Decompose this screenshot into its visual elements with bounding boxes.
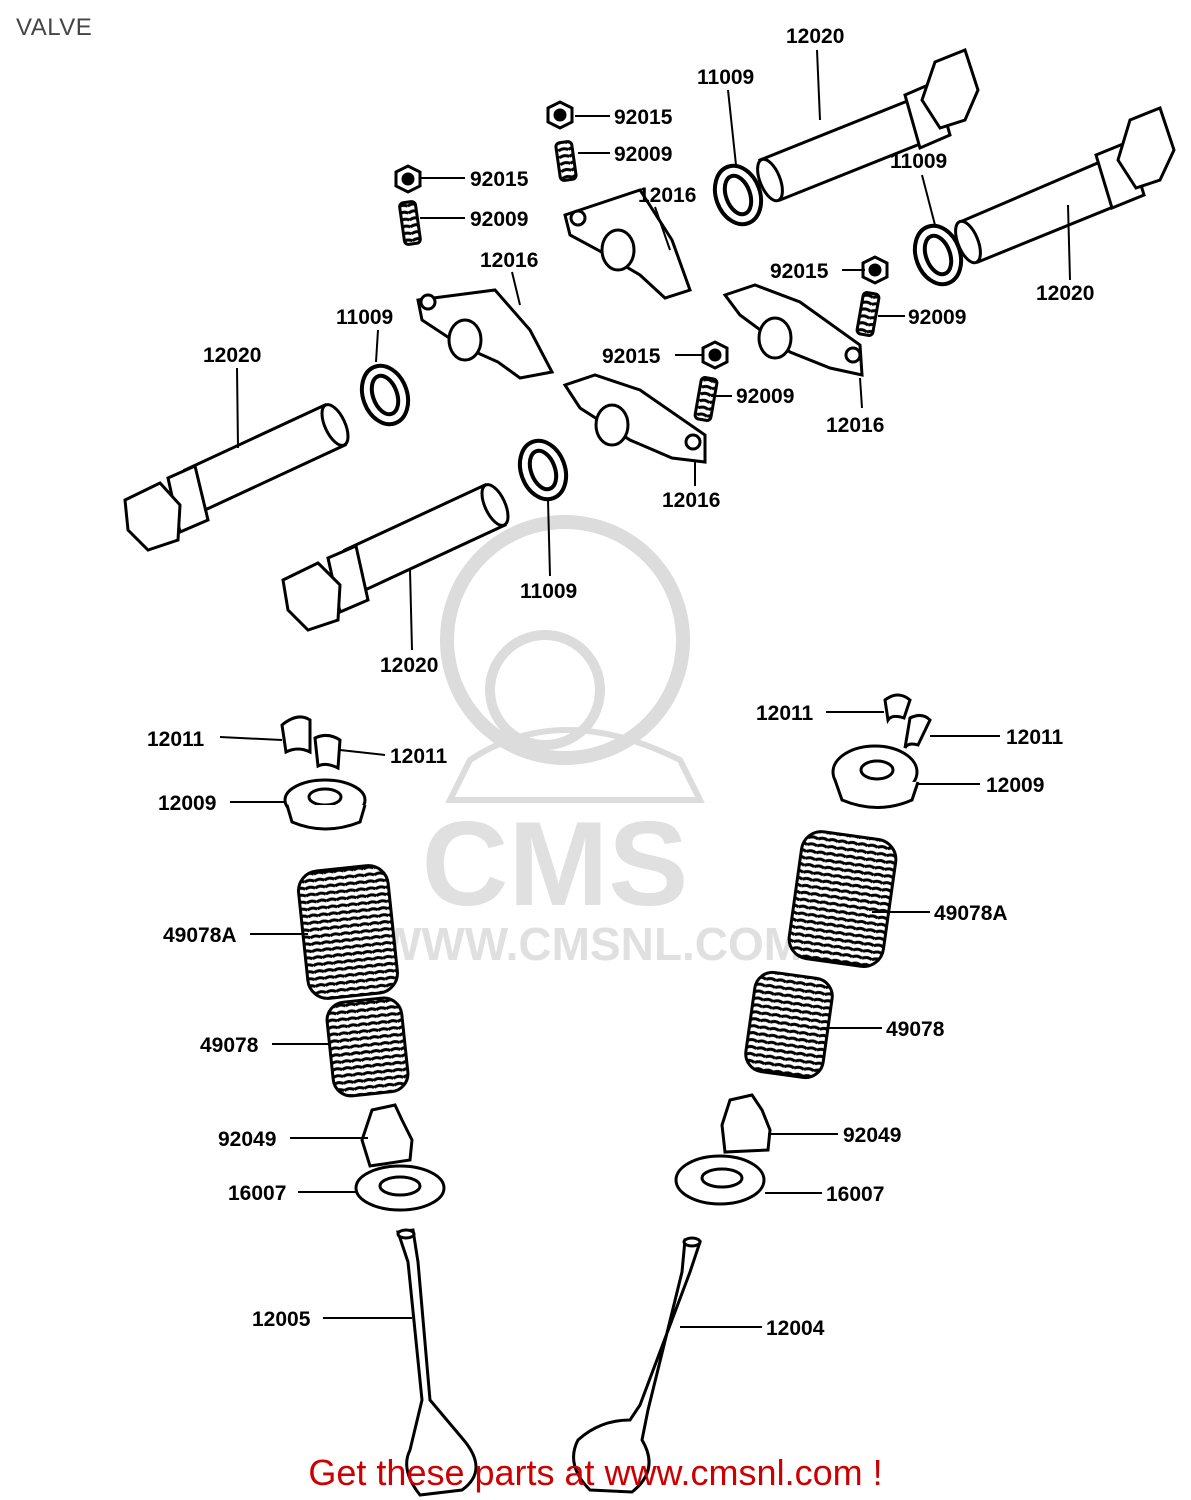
label-49078: 49078 — [200, 1034, 259, 1057]
label-12020: 12020 — [1036, 282, 1094, 305]
label-11009: 11009 — [520, 580, 577, 603]
label-92009: 92009 — [736, 385, 794, 408]
label-12016: 12016 — [480, 249, 538, 272]
label-12016: 12016 — [638, 184, 696, 207]
rocker-arm-left — [416, 288, 555, 380]
label-12020: 12020 — [203, 344, 261, 367]
page-title: VALVE — [16, 14, 93, 41]
leader-lines — [219, 49, 1071, 1328]
label-12011: 12011 — [147, 728, 205, 751]
label-12011: 12011 — [756, 702, 814, 725]
label-49078: 49078 — [886, 1018, 945, 1041]
label-12004: 12004 — [766, 1317, 825, 1340]
label-16007: 16007 — [826, 1183, 884, 1206]
right-valve-stack — [572, 693, 932, 1494]
label-11009: 11009 — [336, 306, 393, 329]
rocker-arm-bottom — [562, 373, 707, 464]
label-92009: 92009 — [614, 143, 672, 166]
rocker-shaft-top-right — [756, 48, 980, 203]
label-92049: 92049 — [218, 1128, 276, 1151]
label-12011: 12011 — [1006, 726, 1064, 749]
label-92015: 92015 — [614, 106, 673, 129]
label-11009: 11009 — [890, 150, 947, 173]
rocker-arm-right — [722, 283, 864, 377]
label-12016: 12016 — [826, 414, 884, 437]
label-49078a: 49078A — [934, 902, 1008, 925]
nuts-and-screws — [394, 100, 889, 422]
washer-11009-c — [359, 363, 411, 427]
label-16007: 16007 — [228, 1182, 286, 1205]
watermark-brand: CMS — [422, 797, 689, 931]
rocker-shaft-bottom — [281, 483, 510, 632]
rocker-shaft-right — [954, 106, 1176, 265]
label-12016: 12016 — [662, 489, 720, 512]
washer-11009-d — [517, 438, 569, 502]
parts-link-banner[interactable]: Get these parts at www.cmsnl.com ! — [308, 1452, 883, 1493]
label-12011: 12011 — [390, 745, 448, 768]
label-92009: 92009 — [470, 208, 528, 231]
rocker-arm-top — [563, 188, 692, 300]
label-12009: 12009 — [158, 792, 216, 815]
label-92049: 92049 — [843, 1124, 901, 1147]
washer-11009-b — [912, 223, 964, 287]
label-11009: 11009 — [697, 66, 754, 89]
part-labels: 12020 11009 92015 92009 12016 92015 9200… — [147, 25, 1094, 1340]
label-12020: 12020 — [380, 654, 438, 677]
washer-11009-a — [712, 163, 764, 227]
watermark: CMS WWW.CMSNL.COM — [378, 515, 802, 970]
label-12009: 12009 — [986, 774, 1044, 797]
label-92015: 92015 — [470, 168, 529, 191]
label-12005: 12005 — [252, 1308, 311, 1331]
label-92015: 92015 — [602, 345, 661, 368]
watermark-url: WWW.CMSNL.COM — [378, 918, 802, 970]
label-92009: 92009 — [908, 306, 966, 329]
rocker-shaft-left — [123, 403, 350, 552]
label-92015: 92015 — [770, 260, 829, 283]
label-12020: 12020 — [786, 25, 844, 48]
left-valve-stack — [280, 715, 478, 1497]
label-49078a: 49078A — [163, 924, 237, 947]
